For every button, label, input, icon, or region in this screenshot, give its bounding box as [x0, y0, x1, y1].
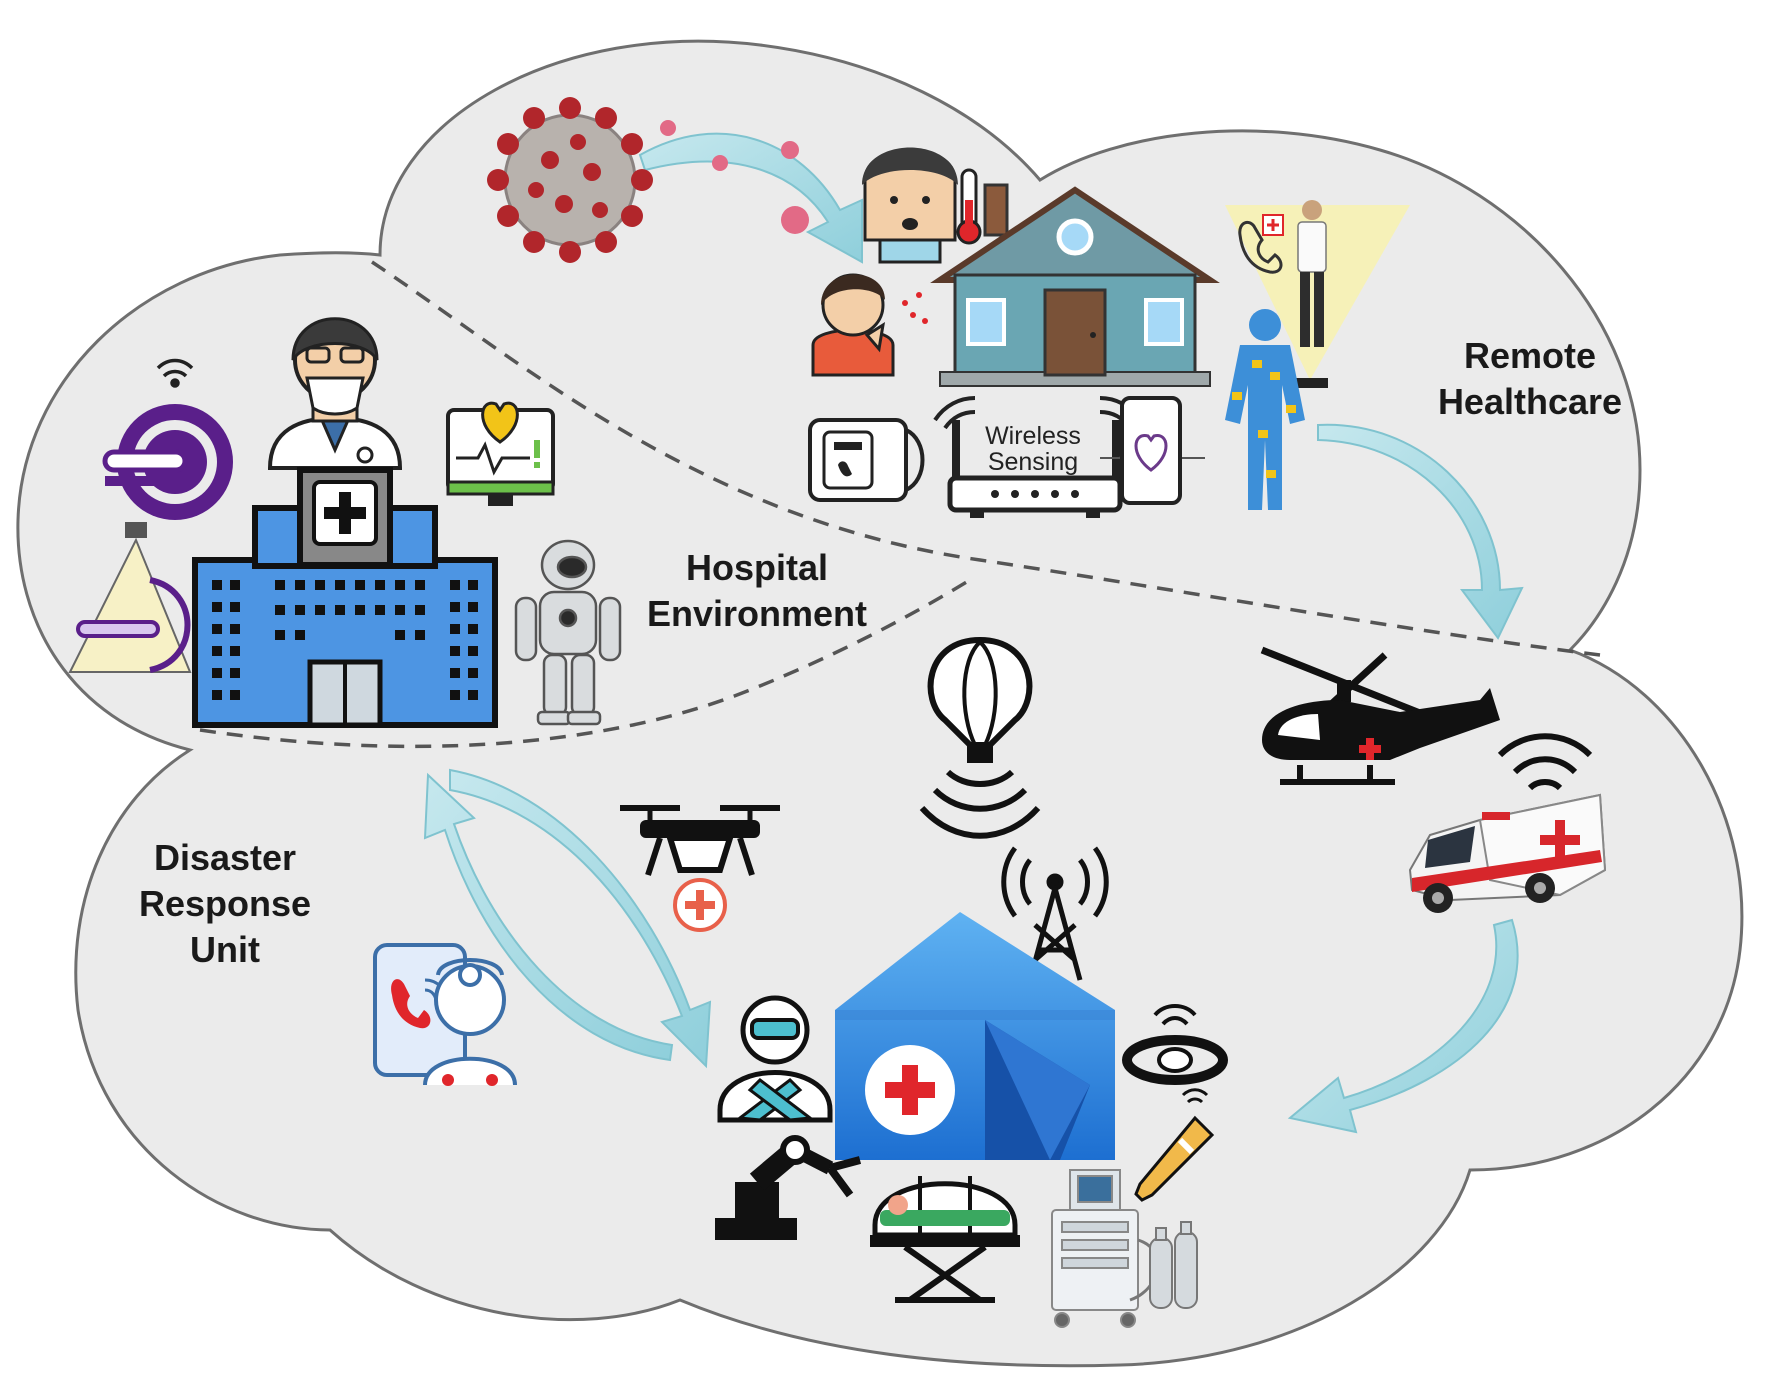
small-virus-particles — [660, 120, 809, 234]
heart-monitor-icon — [446, 401, 555, 506]
coughing-person-icon — [811, 273, 928, 377]
ventilator-icon — [1051, 1169, 1160, 1328]
hospital-label-line2: Environment — [647, 593, 867, 634]
remote-label-line2: Healthcare — [1438, 381, 1622, 422]
doctor-hologram-icon — [1225, 200, 1410, 388]
hazmat-worker-icon — [717, 995, 833, 1123]
telemedicine-phone-icon — [373, 943, 517, 1086]
doctor-mask-icon — [267, 317, 403, 470]
arrow-hospital-to-tent — [449, 768, 712, 1069]
arrow-tent-to-hospital — [423, 772, 674, 1062]
ambulance-icon — [1408, 793, 1607, 913]
body-sensors-icon — [1225, 309, 1305, 510]
helicopter-icon — [1260, 646, 1500, 785]
isolation-stretcher-icon — [870, 1176, 1020, 1303]
sick-person-thermometer-icon — [862, 147, 982, 264]
robotic-arm-icon — [715, 1135, 862, 1240]
arrow-remote-to-helicopter — [1317, 423, 1524, 640]
field-tent-icon — [835, 912, 1115, 1160]
thermometer-icon — [1134, 1088, 1215, 1202]
balloon-icon — [919, 636, 1041, 839]
ambulance-wifi-icon — [1497, 733, 1593, 791]
disaster-label-line2: Response — [139, 883, 311, 924]
phone-heart-icon — [1100, 396, 1205, 505]
router-label-line1: Wireless — [985, 422, 1081, 450]
humanoid-robot-icon — [514, 539, 622, 726]
oxygen-cylinder-icon — [1149, 1221, 1198, 1309]
disaster-label-line1: Disaster — [154, 837, 296, 878]
smartwatch-icon — [808, 418, 925, 502]
cell-tower-icon — [1001, 846, 1109, 981]
coronavirus-icon — [487, 97, 653, 263]
divider-hospital-remote — [371, 260, 1601, 657]
mri-wifi-icon — [156, 358, 194, 388]
disaster-label-line3: Unit — [190, 929, 260, 970]
scanning-beam-icon — [68, 522, 192, 673]
body-sensor-pads — [1232, 360, 1296, 478]
hospital-building-icon — [192, 467, 498, 728]
arrow-ambulance-to-tent — [1287, 918, 1519, 1134]
divider-hospital-disaster — [199, 578, 971, 749]
drone-icon — [620, 805, 780, 932]
wearable-band-icon — [1122, 1004, 1228, 1085]
mri-scanner-icon — [102, 404, 233, 520]
house-icon — [930, 183, 1220, 387]
router-label-line2: Sensing — [988, 448, 1078, 476]
remote-label-line1: Remote — [1464, 335, 1596, 376]
hospital-label-line1: Hospital — [686, 547, 828, 588]
